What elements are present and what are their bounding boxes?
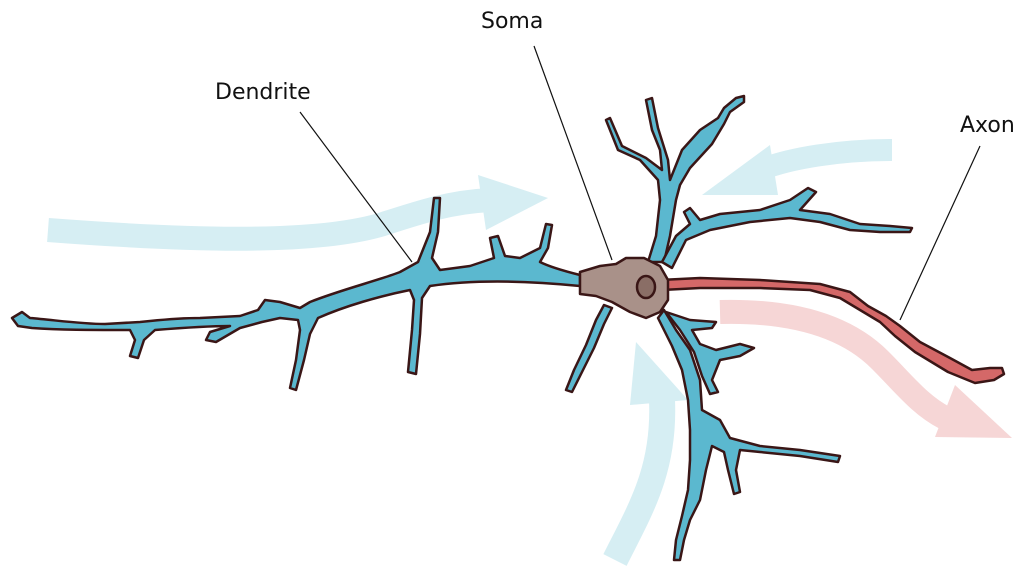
input-arrow-top-right — [702, 145, 892, 195]
input-arrow-bottom — [615, 342, 688, 560]
signal-arrows — [48, 145, 1012, 560]
axon-leader-line — [900, 146, 980, 320]
axon-label: Axon — [960, 113, 1015, 138]
dendrite-lower-left — [566, 305, 612, 392]
dendrite-right — [662, 188, 912, 268]
nucleus — [637, 276, 655, 298]
soma-label: Soma — [481, 9, 543, 34]
dendrite-label: Dendrite — [215, 80, 311, 105]
soma — [580, 258, 668, 318]
input-arrow-left — [48, 175, 548, 239]
